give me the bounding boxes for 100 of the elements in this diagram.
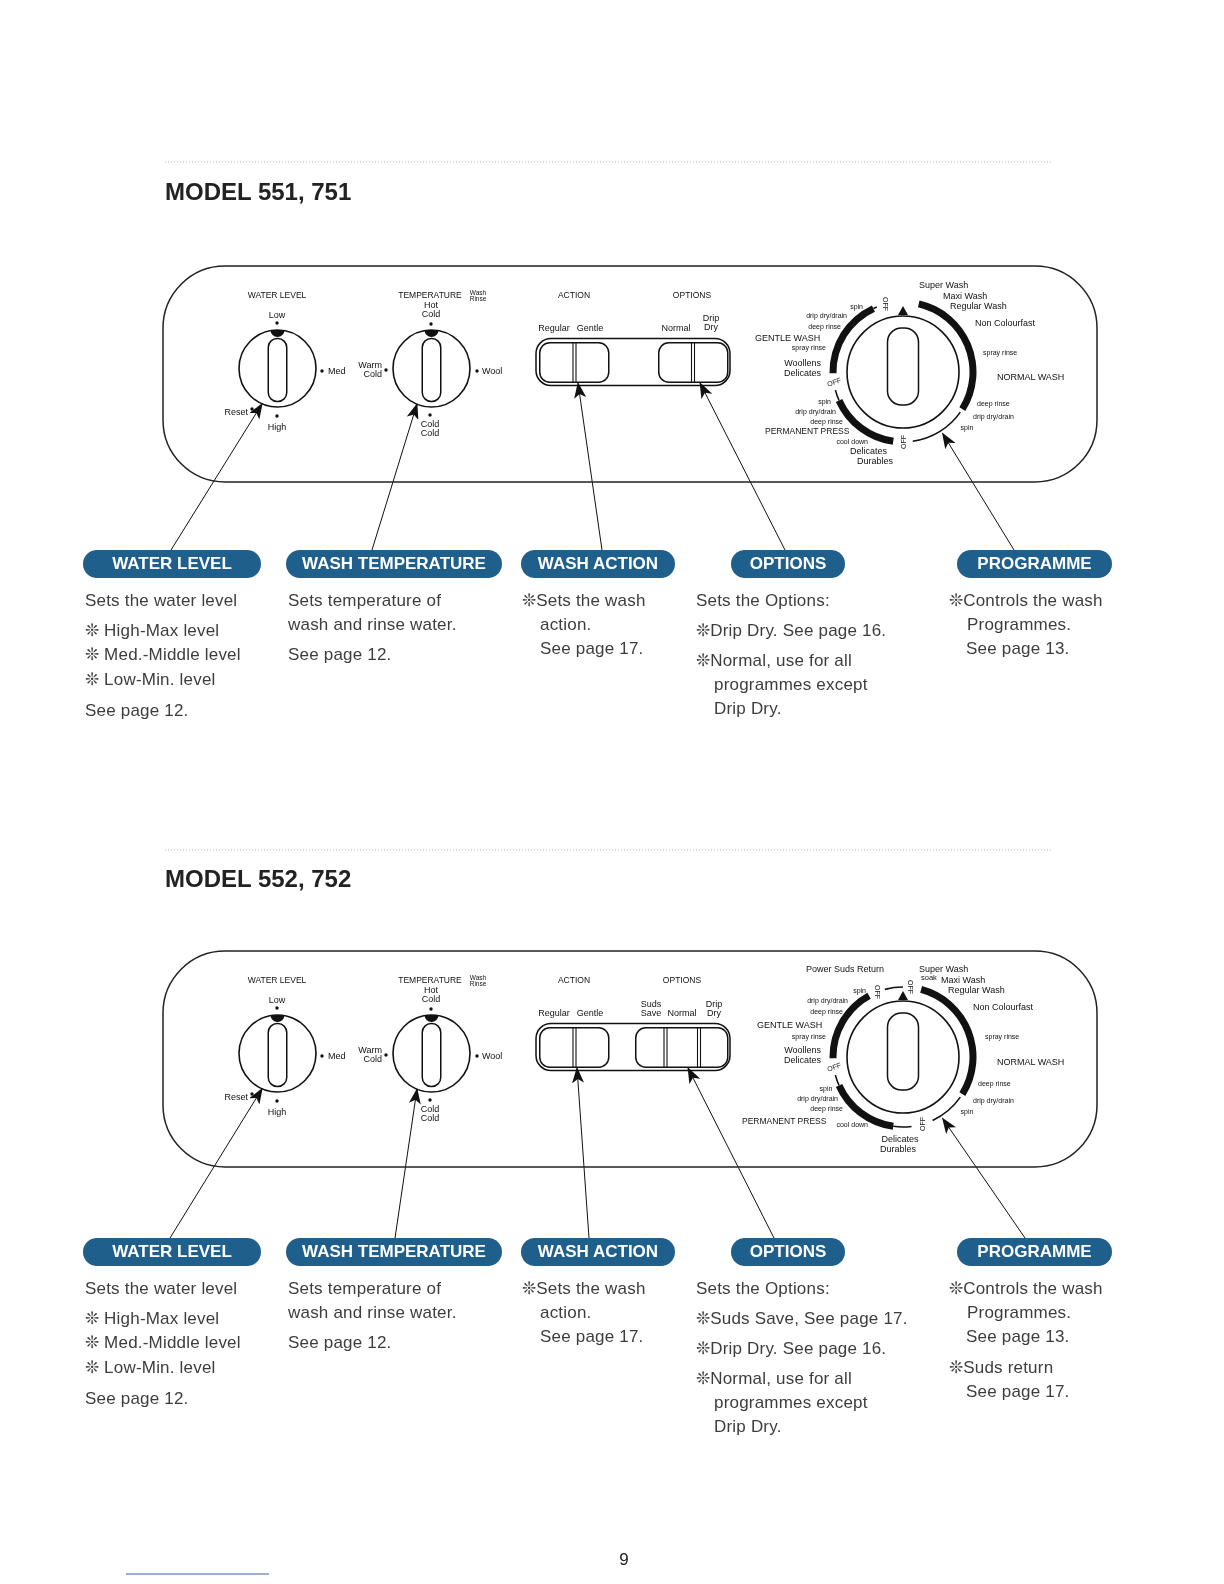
description-text: See page 12. [288, 644, 393, 666]
panel-label: OPTIONS [662, 975, 702, 985]
panel-label: Reset [224, 407, 248, 417]
panel-label: PERMANENT PRESS [742, 1116, 827, 1126]
panel-label: Maxi Wash [943, 291, 988, 301]
description-text: ❊Drip Dry. See page 16. [696, 1338, 888, 1360]
push-buttons [658, 342, 729, 383]
leader-arrow [394, 1087, 421, 1239]
section-heading: WASH ACTION [521, 1238, 675, 1266]
description-text: See page 12. [85, 700, 190, 722]
panel-label: Woollens [784, 1045, 821, 1055]
description-text: ❊Sets the wash action. [522, 590, 647, 636]
description-text: Sets the Options: [696, 590, 831, 612]
panel-label: ACTION [557, 975, 591, 985]
leader-arrow [574, 382, 603, 551]
leader-arrow [169, 1087, 263, 1239]
page-number: 9 [619, 1550, 629, 1570]
description-text: See page 12. [288, 1332, 393, 1354]
panel-label: Suds Save [640, 1000, 662, 1018]
panel-label: Gentle [576, 323, 604, 333]
panel-label: Drip Dry [702, 314, 720, 332]
description-text: Sets the Options: [696, 1278, 831, 1300]
push-buttons [538, 342, 609, 383]
leader-arrow [942, 1117, 1026, 1239]
panel-label: Durables [880, 1144, 916, 1154]
section-heading: PROGRAMME [957, 550, 1112, 578]
panel-label: Regular [538, 323, 570, 333]
panel-label: Hot Cold [421, 301, 441, 319]
section-heading: PROGRAMME [957, 1238, 1112, 1266]
model-title: MODEL 551, 751 [165, 178, 352, 206]
section-heading: WASH ACTION [521, 550, 675, 578]
description-text: Sets temperature of wash and rinse water. [288, 590, 458, 636]
leader-arrow [942, 432, 1015, 551]
section-heading: OPTIONS [731, 550, 845, 578]
panel-label: Non Colourfast [973, 1002, 1034, 1012]
panel-label: Hot Cold [421, 986, 441, 1004]
panel-label: NORMAL WASH [997, 1057, 1065, 1067]
description-text: Sets temperature of wash and rinse water. [288, 1278, 458, 1324]
section-heading: WASH TEMPERATURE [286, 1238, 502, 1266]
description-text: Sets the water level [85, 590, 239, 612]
panel-label: Cold Cold [420, 1105, 440, 1123]
description-text: See page 17. [540, 1326, 645, 1348]
panel-label: Maxi Wash [941, 975, 986, 985]
panel-label: Super Wash [919, 280, 969, 290]
model-title: MODEL 552, 752 [165, 865, 352, 893]
panel-label: Power Suds Return [806, 964, 884, 974]
push-buttons [538, 1027, 609, 1068]
leader-arrow [371, 402, 419, 551]
leader-arrow [687, 1067, 775, 1239]
panel-label: Low [268, 310, 286, 320]
panel-label: High [267, 422, 287, 432]
panel-label: GENTLE WASH [757, 1020, 823, 1030]
description-text: ❊ Low-Min. level [85, 1357, 217, 1379]
panel-label: Delicates [784, 1055, 821, 1065]
panel-label: High [267, 1107, 287, 1117]
panel-label: TEMPERATURE [398, 290, 462, 300]
panel-label: Low [268, 995, 286, 1005]
panel-label: Wool [482, 1051, 503, 1061]
panel-label: OPTIONS [672, 290, 712, 300]
panel-label: Wool [482, 366, 503, 376]
push-buttons [635, 1027, 729, 1068]
panel-label: Warm Cold [358, 1046, 382, 1064]
knob [391, 1013, 471, 1093]
knob [391, 328, 471, 408]
description-text: ❊ Med.-Middle level [85, 1332, 242, 1354]
description-text: Sets the water level [85, 1278, 239, 1300]
description-text: ❊Normal, use for all programmes except Drip Dry. [696, 650, 869, 720]
panel-label: Durables [857, 456, 893, 466]
leader-arrow [170, 402, 263, 551]
description-text: ❊ Low-Min. level [85, 669, 217, 691]
panel-label: ACTION [557, 290, 591, 300]
panel-label: Delicates [881, 1134, 919, 1144]
section-heading: WASH TEMPERATURE [286, 550, 502, 578]
knob [237, 1013, 317, 1093]
panel-label: Drip Dry [705, 1000, 723, 1018]
description-text: ❊ High-Max level [85, 620, 221, 642]
panel-label: Warm Cold [358, 361, 382, 379]
panel-label: Woollens [784, 358, 821, 368]
leader-arrow [699, 382, 786, 551]
description-text: ❊Suds Save, See page 17. [696, 1308, 909, 1330]
description-text: ❊ High-Max level [85, 1308, 221, 1330]
panel-label: Delicates [850, 446, 887, 456]
panel-label: Med [328, 366, 346, 376]
panel-label: Normal [667, 1008, 697, 1018]
description-text: ❊Controls the wash Programmes. [949, 1278, 1104, 1324]
panel-label: Reset [224, 1092, 248, 1102]
knob [237, 328, 317, 408]
panel-label: Regular [538, 1008, 570, 1018]
panel-label: Non Colourfast [975, 318, 1036, 328]
description-text: See page 17. [540, 638, 645, 660]
panel-label: WATER LEVEL [247, 290, 307, 300]
panel-label: Regular Wash [948, 985, 1005, 995]
panel-label: GENTLE WASH [755, 333, 821, 343]
description-text: ❊Suds return [949, 1357, 1055, 1379]
panel-label: Med [328, 1051, 346, 1061]
panel-label: Regular Wash [950, 301, 1007, 311]
panel-label: TEMPERATURE [398, 975, 462, 985]
description-text: ❊Normal, use for all programmes except Drip Dry. [696, 1368, 869, 1438]
section-heading: WATER LEVEL [83, 550, 261, 578]
panel-label: Cold Cold [420, 420, 440, 438]
